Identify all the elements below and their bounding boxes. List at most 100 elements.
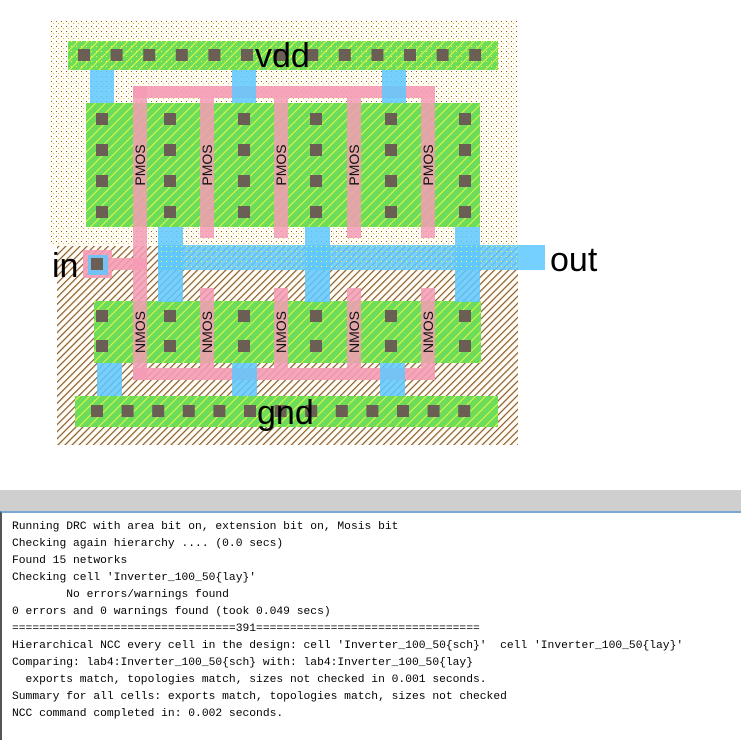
nmos-contact bbox=[310, 310, 322, 322]
vdd-contact bbox=[110, 49, 123, 61]
pmos-contact bbox=[164, 144, 176, 156]
gnd-label: gnd bbox=[257, 394, 314, 432]
pmos-label-3: PMOS bbox=[273, 144, 289, 185]
nmos-label-1: NMOS bbox=[132, 311, 148, 353]
poly-top-bar bbox=[133, 86, 435, 98]
gnd-contact bbox=[458, 405, 471, 417]
nmos-contact bbox=[96, 340, 108, 352]
pmos-contact bbox=[238, 144, 250, 156]
vdd-strap-2 bbox=[232, 70, 256, 103]
gnd-contact bbox=[213, 405, 226, 417]
pmos-contact bbox=[164, 113, 176, 125]
out-label: out bbox=[550, 241, 598, 279]
inverter-layout[interactable]: PMOSNMOSPMOSNMOSPMOSNMOSPMOSNMOSPMOSNMOS… bbox=[0, 0, 741, 490]
console-line: Comparing: lab4:Inverter_100_50{sch} wit… bbox=[12, 657, 473, 669]
nmos-contact bbox=[164, 340, 176, 352]
console-line: Summary for all cells: exports match, to… bbox=[12, 691, 507, 703]
console-line: exports match, topologies match, sizes n… bbox=[12, 674, 487, 686]
pmos-contact bbox=[238, 113, 250, 125]
vdd-contact bbox=[143, 49, 156, 61]
poly-gate-1 bbox=[133, 86, 147, 380]
console-line: Checking again hierarchy .... (0.0 secs) bbox=[12, 538, 284, 550]
vdd-contact bbox=[273, 49, 286, 61]
vdd-contact bbox=[175, 49, 188, 61]
nmos-contact bbox=[238, 310, 250, 322]
pmos-label-2: PMOS bbox=[199, 144, 215, 185]
poly-gate-pmos-2 bbox=[200, 98, 214, 238]
console-line: =================================391====… bbox=[12, 623, 480, 635]
pmos-contact bbox=[310, 144, 322, 156]
pmos-contact bbox=[164, 206, 176, 218]
pmos-contact bbox=[310, 175, 322, 187]
nmos-contact bbox=[459, 310, 471, 322]
messages-console[interactable]: Running DRC with area bit on, extension … bbox=[0, 511, 741, 740]
console-line: Hierarchical NCC every cell in the desig… bbox=[12, 640, 684, 652]
poly-gate-nmos-3 bbox=[274, 288, 288, 368]
pmos-contact bbox=[385, 206, 397, 218]
gnd-strap-2 bbox=[232, 363, 257, 396]
vdd-contact bbox=[306, 49, 319, 61]
vdd-contact bbox=[241, 49, 253, 61]
poly-gate-nmos-5 bbox=[421, 288, 435, 368]
pane-divider[interactable] bbox=[0, 490, 741, 511]
pmos-contact bbox=[310, 113, 322, 125]
gnd-contact bbox=[335, 405, 348, 417]
nmos-label-4: NMOS bbox=[346, 311, 362, 353]
vdd-contact bbox=[404, 49, 416, 61]
pmos-contact bbox=[238, 175, 250, 187]
poly-gate-pmos-5 bbox=[421, 98, 435, 238]
pmos-contact bbox=[96, 144, 108, 156]
gnd-contact bbox=[182, 405, 195, 417]
pmos-contact bbox=[459, 175, 471, 187]
gnd-contact bbox=[91, 405, 103, 417]
pmos-contact bbox=[96, 113, 108, 125]
pmos-contact bbox=[164, 175, 176, 187]
gnd-contact bbox=[152, 405, 165, 417]
gnd-contact bbox=[366, 405, 379, 417]
nmos-contact bbox=[385, 310, 397, 322]
poly-gate-pmos-4 bbox=[347, 98, 361, 238]
gnd-contact bbox=[427, 405, 440, 417]
nmos-label-2: NMOS bbox=[199, 311, 215, 353]
poly-gate-nmos-4 bbox=[347, 288, 361, 368]
gnd-strap-3 bbox=[380, 363, 405, 396]
pmos-contact bbox=[385, 113, 397, 125]
vdd-contact bbox=[208, 49, 221, 61]
nmos-contact bbox=[310, 340, 322, 352]
vdd-contact bbox=[78, 49, 90, 61]
vdd-contact bbox=[469, 49, 482, 61]
gnd-contact bbox=[121, 405, 134, 417]
nmos-contact bbox=[459, 340, 471, 352]
gnd-contact bbox=[397, 405, 409, 417]
gnd-contact bbox=[244, 405, 256, 417]
nmos-contact bbox=[164, 310, 176, 322]
vdd-contact bbox=[436, 49, 449, 61]
nmos-contact bbox=[96, 310, 108, 322]
pmos-contact bbox=[459, 206, 471, 218]
pmos-contact bbox=[459, 144, 471, 156]
console-line: Checking cell 'Inverter_100_50{lay}' bbox=[12, 572, 257, 584]
pmos-contact bbox=[459, 113, 471, 125]
nmos-label-3: NMOS bbox=[273, 311, 289, 353]
pmos-contact bbox=[385, 175, 397, 187]
vdd-label: vdd bbox=[255, 37, 310, 75]
console-line: No errors/warnings found bbox=[12, 589, 229, 601]
nmos-contact bbox=[238, 340, 250, 352]
poly-bottom-bar bbox=[133, 368, 435, 380]
poly-in-connect bbox=[112, 258, 147, 270]
pmos-label-5: PMOS bbox=[420, 144, 436, 185]
poly-gate-nmos-2 bbox=[200, 288, 214, 368]
pmos-label-4: PMOS bbox=[346, 144, 362, 185]
pmos-contact bbox=[96, 206, 108, 218]
vdd-strap-1 bbox=[90, 70, 114, 103]
console-line: Running DRC with area bit on, extension … bbox=[12, 521, 399, 533]
vdd-contact bbox=[338, 49, 351, 61]
gnd-contact bbox=[274, 405, 287, 417]
pmos-contact bbox=[238, 206, 250, 218]
pmos-label-1: PMOS bbox=[132, 144, 148, 185]
pmos-contact bbox=[310, 206, 322, 218]
nmos-contact bbox=[385, 340, 397, 352]
gnd-contact bbox=[305, 405, 318, 417]
vdd-contact bbox=[371, 49, 384, 61]
